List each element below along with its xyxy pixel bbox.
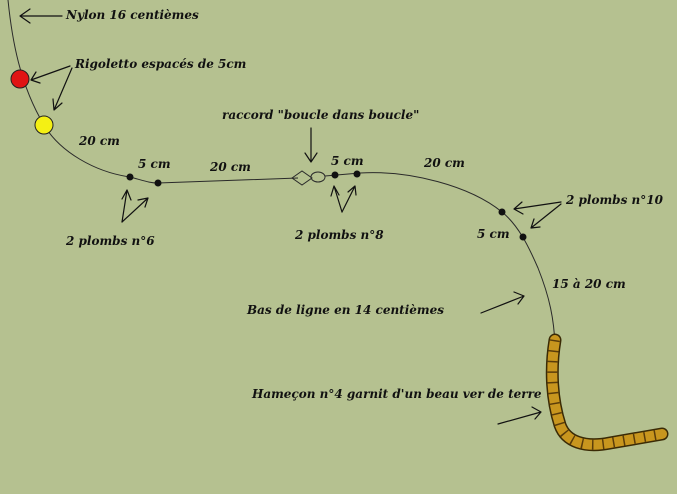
arrow-bas-de-ligne [480,291,525,314]
label-plombs-8: 2 plombs n°8 [295,228,384,242]
label-plombs-6: 2 plombs n°6 [66,234,155,248]
label-distance-5cm: 5 cm [331,154,364,168]
weight-dot [353,170,361,178]
arrow-raccord [304,127,318,163]
arrow-nylon [19,8,63,24]
label-distance-5cm: 5 cm [138,157,171,171]
weight-dot [154,179,162,187]
weight-dot [126,173,134,181]
nylon-main-line [7,0,299,184]
arrow-hamecon [497,406,542,425]
loop-connector [291,170,313,186]
weight-dot [498,208,506,216]
label-distance-20cm: 20 cm [424,156,465,170]
label-raccord: raccord "boucle dans boucle" [222,108,420,122]
label-distance-15-20cm: 15 à 20 cm [552,277,626,291]
arrow-plombs-8-b [341,185,357,213]
label-distance-5cm: 5 cm [477,227,510,241]
arrow-plombs-10-b [530,203,562,229]
label-nylon: Nylon 16 centièmes [66,8,199,22]
weight-dot [331,171,339,179]
arrow-plombs-6-a [121,189,132,223]
label-bas-de-ligne: Bas de ligne en 14 centièmes [247,303,445,317]
label-distance-20cm: 20 cm [79,134,120,148]
arrow-rigoletto-red [30,65,71,84]
arrow-plombs-6-b [121,197,149,223]
float-red [10,69,30,89]
label-plombs-10: 2 plombs n°10 [566,193,663,207]
worm-on-hook [545,333,669,452]
arrow-rigoletto-yellow [52,67,73,111]
arrow-plombs-8-a [330,185,343,213]
label-hamecon: Hameçon n°4 garnit d'un beau ver de terr… [252,387,542,401]
weight-dot [519,233,527,241]
arrow-plombs-10-a [513,201,562,215]
float-yellow [34,115,54,135]
leader-line [324,172,556,346]
label-rigoletto: Rigoletto espacés de 5cm [75,57,247,71]
label-distance-20cm: 20 cm [210,160,251,174]
loop-connector-ring [310,171,326,183]
